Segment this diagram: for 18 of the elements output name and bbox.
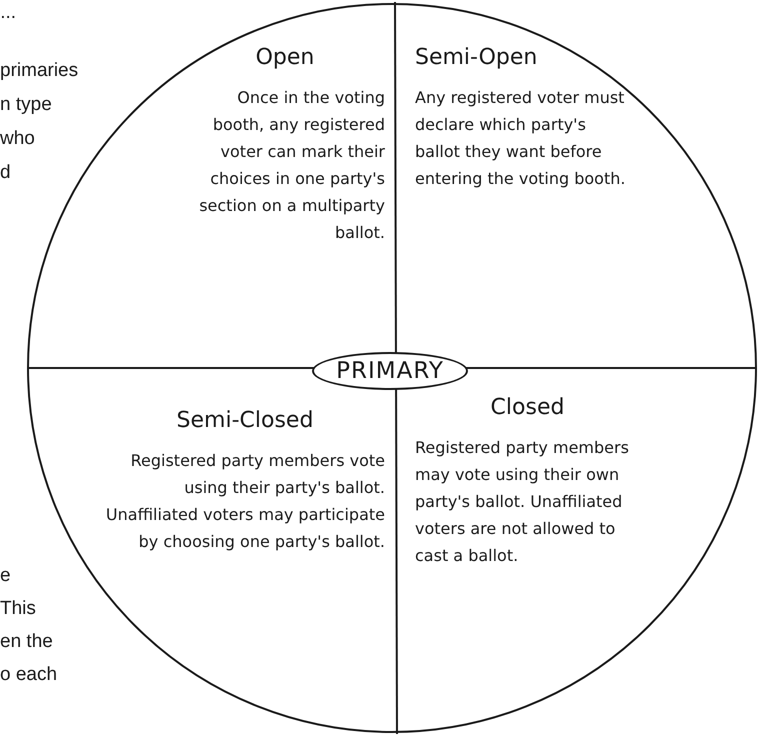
center-oval: PRIMARY <box>312 352 468 390</box>
cut-off-text: n type <box>0 94 52 116</box>
cut-off-text: who <box>0 128 35 150</box>
quadrant-heading: Semi-Open <box>415 45 538 70</box>
quadrant-description: Any registered voter must declare which party's ballot they want before entering the voting booth. <box>415 87 626 190</box>
cut-off-text: e <box>0 565 11 587</box>
quadrant-heading: Semi-Closed <box>176 408 314 433</box>
quadrant-description: Registered party members vote using their party's ballot. Unaffiliated voters may participate by choosing one party's ballot. <box>105 450 385 553</box>
cut-off-text: primaries <box>0 60 78 82</box>
quadrant-description: Registered party members may vote using their own party's ballot. Unaffiliated voters are not allowed to cast a ballot. <box>415 437 630 567</box>
cut-off-text: l... <box>0 2 16 24</box>
cut-off-text: o each <box>0 664 58 686</box>
quadrant-heading: Open <box>256 45 314 70</box>
cut-off-text: d <box>0 162 11 184</box>
quadrant-description: Once in the voting booth, any registered voter can mark their choices in one party's section on a multiparty ballot. <box>198 87 385 244</box>
cut-off-text: en the <box>0 631 53 653</box>
cut-off-text: This <box>0 598 36 620</box>
quadrant-heading: Closed <box>490 395 564 420</box>
